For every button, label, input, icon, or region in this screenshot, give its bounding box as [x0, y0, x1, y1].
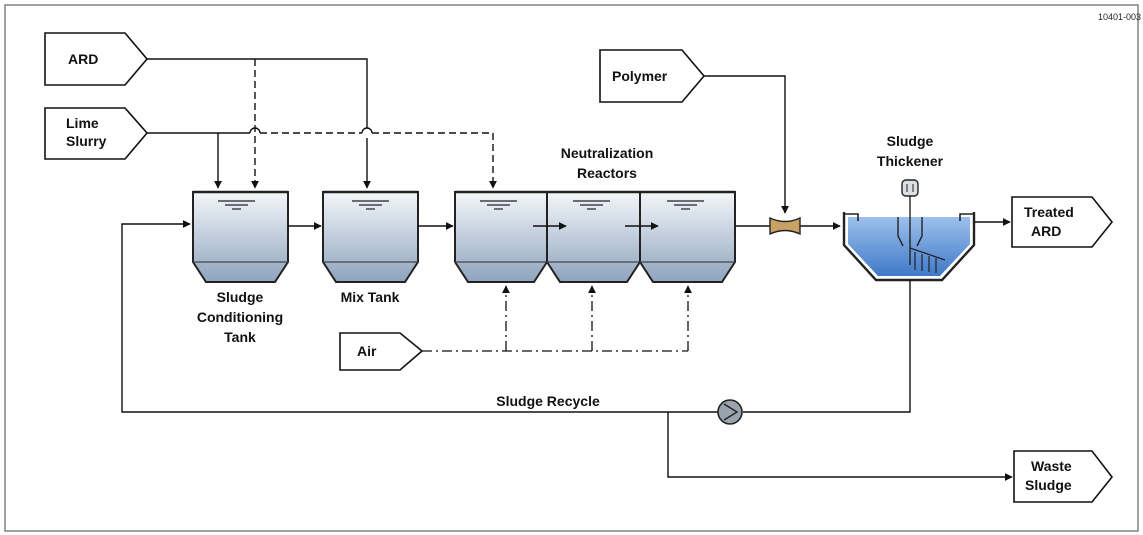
waste-sludge-output-flag: Waste Sludge [1013, 450, 1114, 503]
air-input-flag: Air [339, 332, 424, 371]
polymer-to-injector-line [704, 75, 789, 214]
svg-text:Slurry: Slurry [66, 133, 107, 149]
lime-line-hop [249, 127, 261, 134]
svg-text:Waste: Waste [1031, 458, 1072, 474]
svg-text:Neutralization: Neutralization [561, 145, 654, 161]
polymer-input-flag: Polymer [599, 49, 706, 103]
recycle-return-line [121, 220, 718, 413]
sludge-thickener-label: Sludge Thickener [877, 133, 944, 169]
ard-line-hop [361, 127, 373, 134]
svg-text:Air: Air [357, 343, 377, 359]
ard-input-flag: ARD [44, 32, 149, 86]
neutralization-reactor-1 [454, 190, 548, 283]
svg-text:Conditioning: Conditioning [197, 309, 283, 325]
lime-slurry-to-conditioning-tank-line [147, 132, 222, 189]
svg-text:ARD: ARD [68, 51, 98, 67]
svg-text:Polymer: Polymer [612, 68, 668, 84]
svg-text:Sludge: Sludge [887, 133, 934, 149]
polymer-injector [769, 216, 801, 236]
thickener-underflow-line [743, 280, 911, 413]
diagram-id-label: 10401-003 [1098, 12, 1141, 22]
svg-text:Treated: Treated [1024, 204, 1074, 220]
treated-ard-output-flag: Treated ARD [1011, 196, 1114, 248]
svg-text:Sludge: Sludge [217, 289, 264, 305]
svg-text:Thickener: Thickener [877, 153, 944, 169]
ard-dashed-to-reactor-line-2 [372, 132, 497, 189]
sludge-conditioning-tank [192, 190, 289, 283]
svg-text:Lime: Lime [66, 115, 99, 131]
neutralization-reactor-2 [546, 190, 641, 283]
neutralization-reactor-3 [639, 190, 736, 283]
sludge-thickener [842, 179, 976, 282]
neutralization-reactors-label: Neutralization Reactors [561, 145, 654, 181]
mix-tank [322, 190, 419, 283]
diagram-frame [4, 4, 1139, 532]
svg-text:Tank: Tank [224, 329, 256, 345]
svg-text:Sludge: Sludge [1025, 477, 1072, 493]
mix-tank-label: Mix Tank [341, 289, 400, 305]
svg-text:ARD: ARD [1031, 223, 1061, 239]
lime-slurry-input-flag: Lime Slurry [44, 107, 149, 160]
sludge-recycle-label: Sludge Recycle [496, 393, 600, 409]
waste-sludge-line [667, 412, 1013, 481]
ard-to-mix-tank-line [147, 58, 368, 128]
sludge-conditioning-tank-label: Sludge Conditioning Tank [197, 289, 283, 345]
svg-text:Reactors: Reactors [577, 165, 637, 181]
sludge-recycle-pump [717, 399, 743, 425]
